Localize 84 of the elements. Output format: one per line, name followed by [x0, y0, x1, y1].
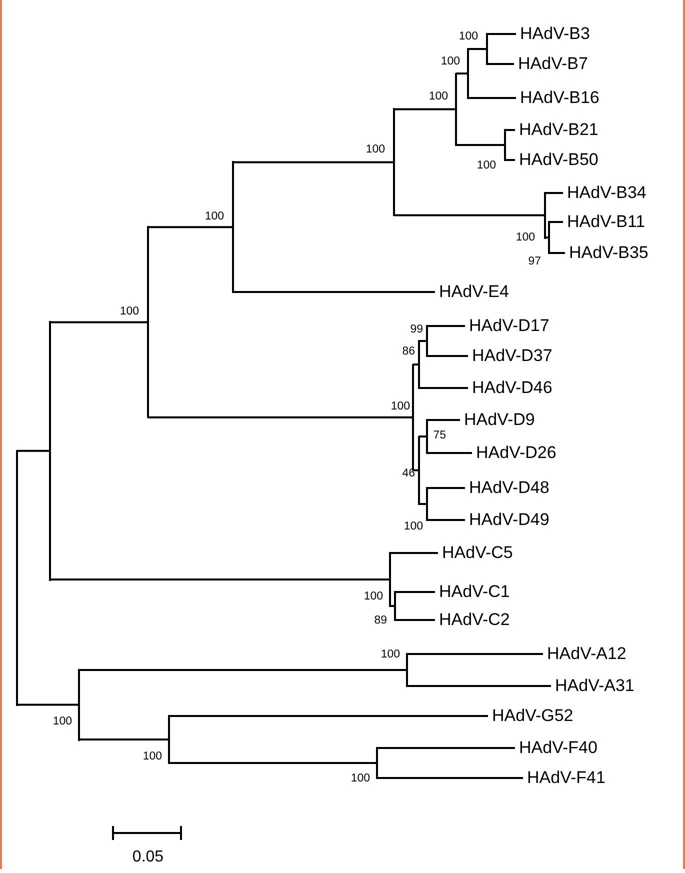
branch-line	[427, 325, 465, 327]
taxon-label: HAdV-A12	[547, 644, 626, 664]
branch-line	[79, 738, 169, 740]
branch-line	[17, 704, 79, 706]
branch-line	[468, 97, 516, 99]
taxon-label: HAdV-E4	[439, 282, 509, 302]
taxon-label: HAdV-B11	[567, 212, 646, 232]
branch-line	[419, 387, 468, 389]
taxon-label: HAdV-B21	[519, 120, 598, 140]
bootstrap-value: 100	[458, 30, 478, 44]
branch-line	[50, 578, 390, 580]
branch-line	[233, 291, 435, 293]
branch-line	[456, 72, 468, 74]
bootstrap-value: 97	[528, 256, 541, 268]
branch-line	[545, 192, 563, 194]
branch-line	[394, 108, 456, 110]
branch-line	[390, 552, 438, 554]
branch-line	[394, 214, 545, 216]
bootstrap-value: 100	[476, 160, 496, 172]
bootstrap-value: 100	[380, 648, 400, 662]
taxon-label: HAdV-F40	[519, 738, 598, 758]
taxon-label: HAdV-D48	[469, 478, 550, 498]
branch-line	[395, 591, 435, 593]
taxon-label: HAdV-B50	[519, 150, 598, 170]
taxon-label: HAdV-A31	[555, 676, 634, 696]
bootstrap-value: 86	[402, 346, 415, 358]
bootstrap-value: 100	[428, 90, 448, 104]
taxon-label: HAdV-B35	[569, 243, 648, 263]
branch-line	[487, 63, 514, 65]
branch-line	[427, 355, 468, 357]
branch-line	[487, 33, 516, 35]
branch-line	[377, 777, 523, 779]
taxon-label: HAdV-D37	[472, 346, 552, 366]
branch-line	[169, 762, 377, 764]
taxon-label: HAdV-F41	[527, 768, 606, 788]
branch-line	[427, 519, 465, 521]
taxon-label: HAdV-D17	[469, 316, 550, 336]
branch-line	[395, 619, 435, 621]
bootstrap-value: 89	[374, 614, 387, 628]
branch-line	[17, 450, 50, 452]
bootstrap-value: 100	[120, 306, 139, 318]
branch-line	[377, 747, 515, 749]
branch-line	[549, 221, 563, 223]
branch-line	[233, 161, 394, 164]
branch-line	[505, 159, 515, 161]
branch-line	[427, 487, 465, 489]
bootstrap-value: 100	[366, 144, 385, 156]
branch-line	[505, 129, 515, 131]
bootstrap-value: 100	[52, 716, 72, 728]
taxon-label: HAdV-G52	[492, 706, 574, 726]
bootstrap-value: 100	[390, 400, 410, 414]
bootstrap-value: 100	[350, 772, 370, 786]
taxon-label: HAdV-D26	[476, 443, 556, 463]
taxon-label: HAdV-B16	[520, 88, 600, 108]
branch-line	[468, 48, 487, 50]
bootstrap-value: 100	[404, 520, 423, 534]
bootstrap-value: 100	[142, 750, 162, 764]
branch-line	[407, 685, 551, 687]
branch-line	[407, 653, 543, 655]
taxon-label: HAdV-B7	[518, 54, 588, 74]
branch-line	[456, 144, 505, 146]
taxon-label: HAdV-C5	[442, 543, 513, 563]
branch-line	[549, 252, 565, 254]
branch-line	[148, 226, 233, 228]
branch-line	[427, 419, 460, 421]
taxon-label: HAdV-C2	[439, 610, 510, 630]
branch-line	[50, 321, 148, 324]
bootstrap-value: 99	[410, 324, 423, 336]
bootstrap-value: 75	[433, 430, 446, 442]
taxon-label: HAdV-D49	[469, 510, 550, 530]
bootstrap-value: 100	[204, 210, 224, 224]
taxon-label: HAdV-D46	[472, 378, 552, 398]
branch-line	[148, 416, 413, 418]
bootstrap-value: 100	[516, 232, 535, 244]
bootstrap-value: 100	[440, 56, 460, 68]
taxon-label: HAdV-B34	[567, 183, 646, 203]
branch-line	[79, 669, 407, 671]
bootstrap-value: 100	[364, 590, 383, 604]
scale-bar-value: 0.05	[132, 848, 164, 866]
branch-line	[169, 715, 488, 717]
branch-line	[427, 452, 472, 454]
taxon-label: HAdV-B3	[520, 24, 590, 44]
taxon-label: HAdV-D9	[464, 410, 535, 430]
taxon-label: HAdV-C1	[439, 582, 510, 602]
